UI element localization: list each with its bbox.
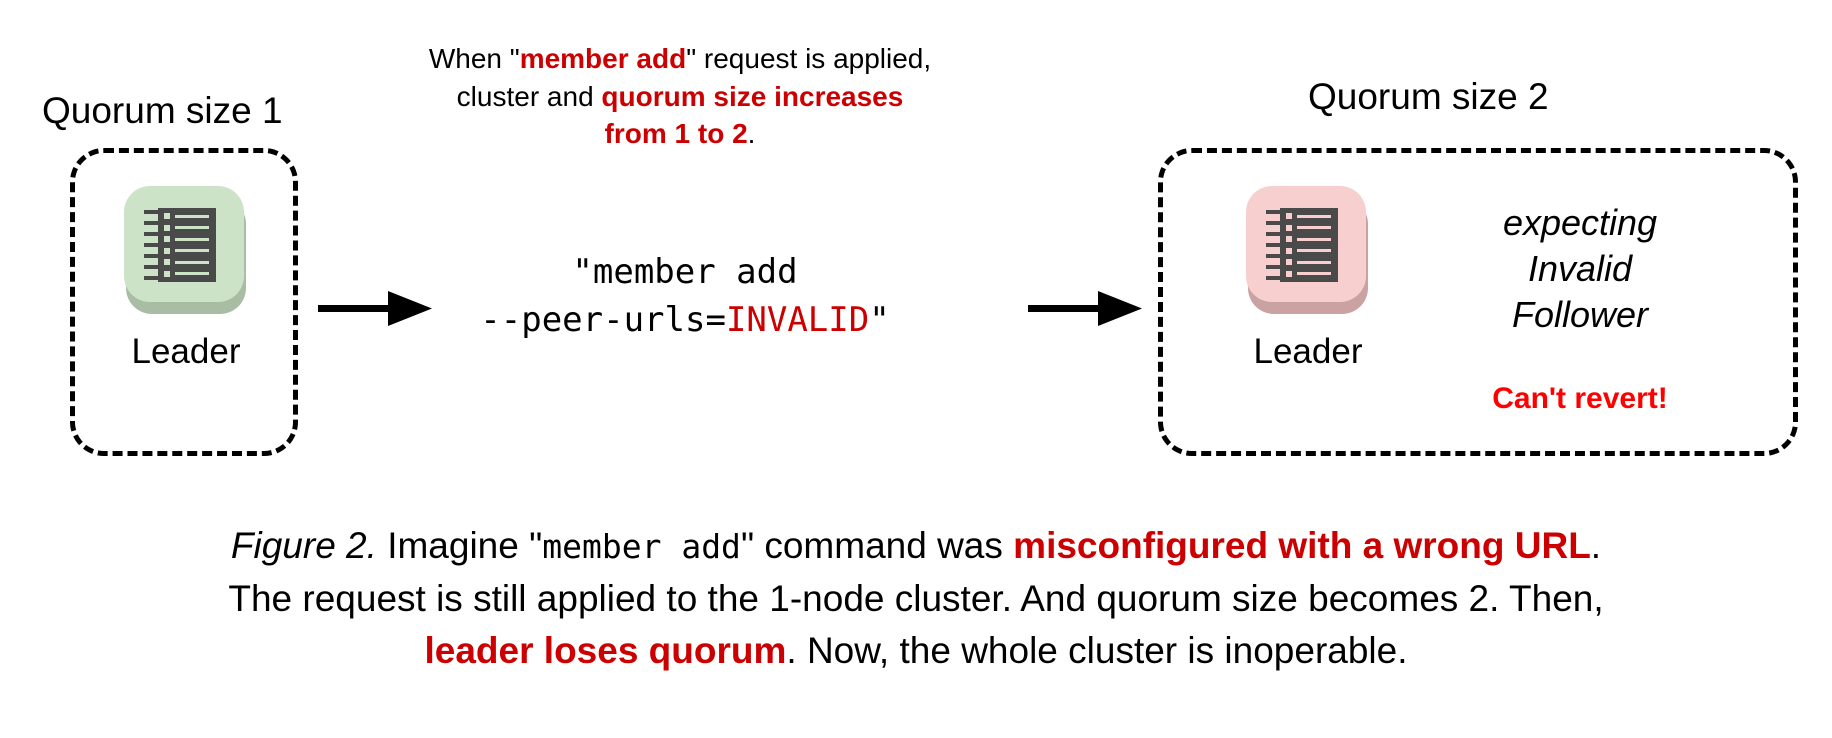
node-right: Leader	[1228, 186, 1388, 369]
expecting-line-3: Follower	[1511, 294, 1649, 336]
icon-tile-right	[1246, 186, 1366, 302]
top-caption-line2-emphasis: quorum size increases	[601, 80, 904, 112]
caption-seg-4-emphasis: misconfigured with a wrong URL	[1013, 525, 1591, 566]
figure-caption: Figure 2. Imagine "member add" command w…	[40, 520, 1792, 678]
server-rack-icon	[1246, 186, 1370, 314]
cluster-box-left	[70, 148, 298, 456]
top-caption-line3-emphasis: from 1 to 2	[604, 118, 748, 150]
top-caption-line2-plain: cluster and	[456, 80, 602, 112]
cant-revert-warning: Can't revert!	[1492, 382, 1668, 415]
command-line2-plain: --peer-urls=	[480, 300, 726, 341]
arrow-left-to-command-icon	[318, 287, 434, 336]
expecting-invalid-follower-note: expecting Invalid Follower	[1430, 200, 1730, 338]
caption-seg-3: " command was	[740, 525, 1014, 566]
server-rack-icon	[124, 186, 248, 314]
quorum-size-label-left: Quorum size 1	[42, 90, 283, 131]
cluster-box-right	[1158, 148, 1798, 456]
figure-number: Figure 2.	[230, 525, 377, 566]
caption-seg-5: .	[1590, 525, 1602, 566]
node-label-right: Leader	[1253, 332, 1363, 371]
caption-seg-8: . Now, the whole cluster is inoperable.	[786, 630, 1408, 672]
top-caption-line1-emphasis: member add	[519, 43, 687, 74]
quorum-size-label-right: Quorum size 2	[1308, 76, 1549, 117]
caption-seg-1: Imagine "	[376, 525, 543, 566]
command-text: "member add --peer-urls=INVALID"	[470, 248, 900, 345]
expecting-line-1: expecting	[1502, 202, 1658, 243]
command-line1: "member add	[572, 252, 798, 292]
caption-seg-2-mono: member add	[542, 527, 741, 566]
node-left: Leader	[106, 186, 266, 369]
caption-seg-7-emphasis: leader loses quorum	[424, 630, 787, 672]
expecting-line-2: Invalid	[1527, 248, 1633, 290]
icon-tile-left	[124, 186, 244, 302]
rack-ticks-left	[144, 210, 160, 280]
command-line2-emphasis: INVALID	[725, 300, 870, 341]
top-caption-line1-plain-b: " request is applied,	[686, 43, 932, 74]
top-caption-line3-plain: .	[747, 118, 756, 150]
caption-seg-6: The request is still applied to the 1-no…	[228, 577, 1604, 619]
rack-body-right	[1280, 208, 1338, 282]
top-caption-line1-plain-a: When "	[428, 43, 520, 74]
arrow-command-to-right-icon	[1028, 287, 1144, 336]
rack-ticks-right	[1266, 210, 1282, 280]
command-line2-close: "	[869, 300, 890, 341]
top-explanation-caption: When "member add" request is applied, cl…	[360, 40, 1000, 153]
rack-body-left	[158, 208, 216, 282]
node-label-left: Leader	[131, 332, 241, 371]
